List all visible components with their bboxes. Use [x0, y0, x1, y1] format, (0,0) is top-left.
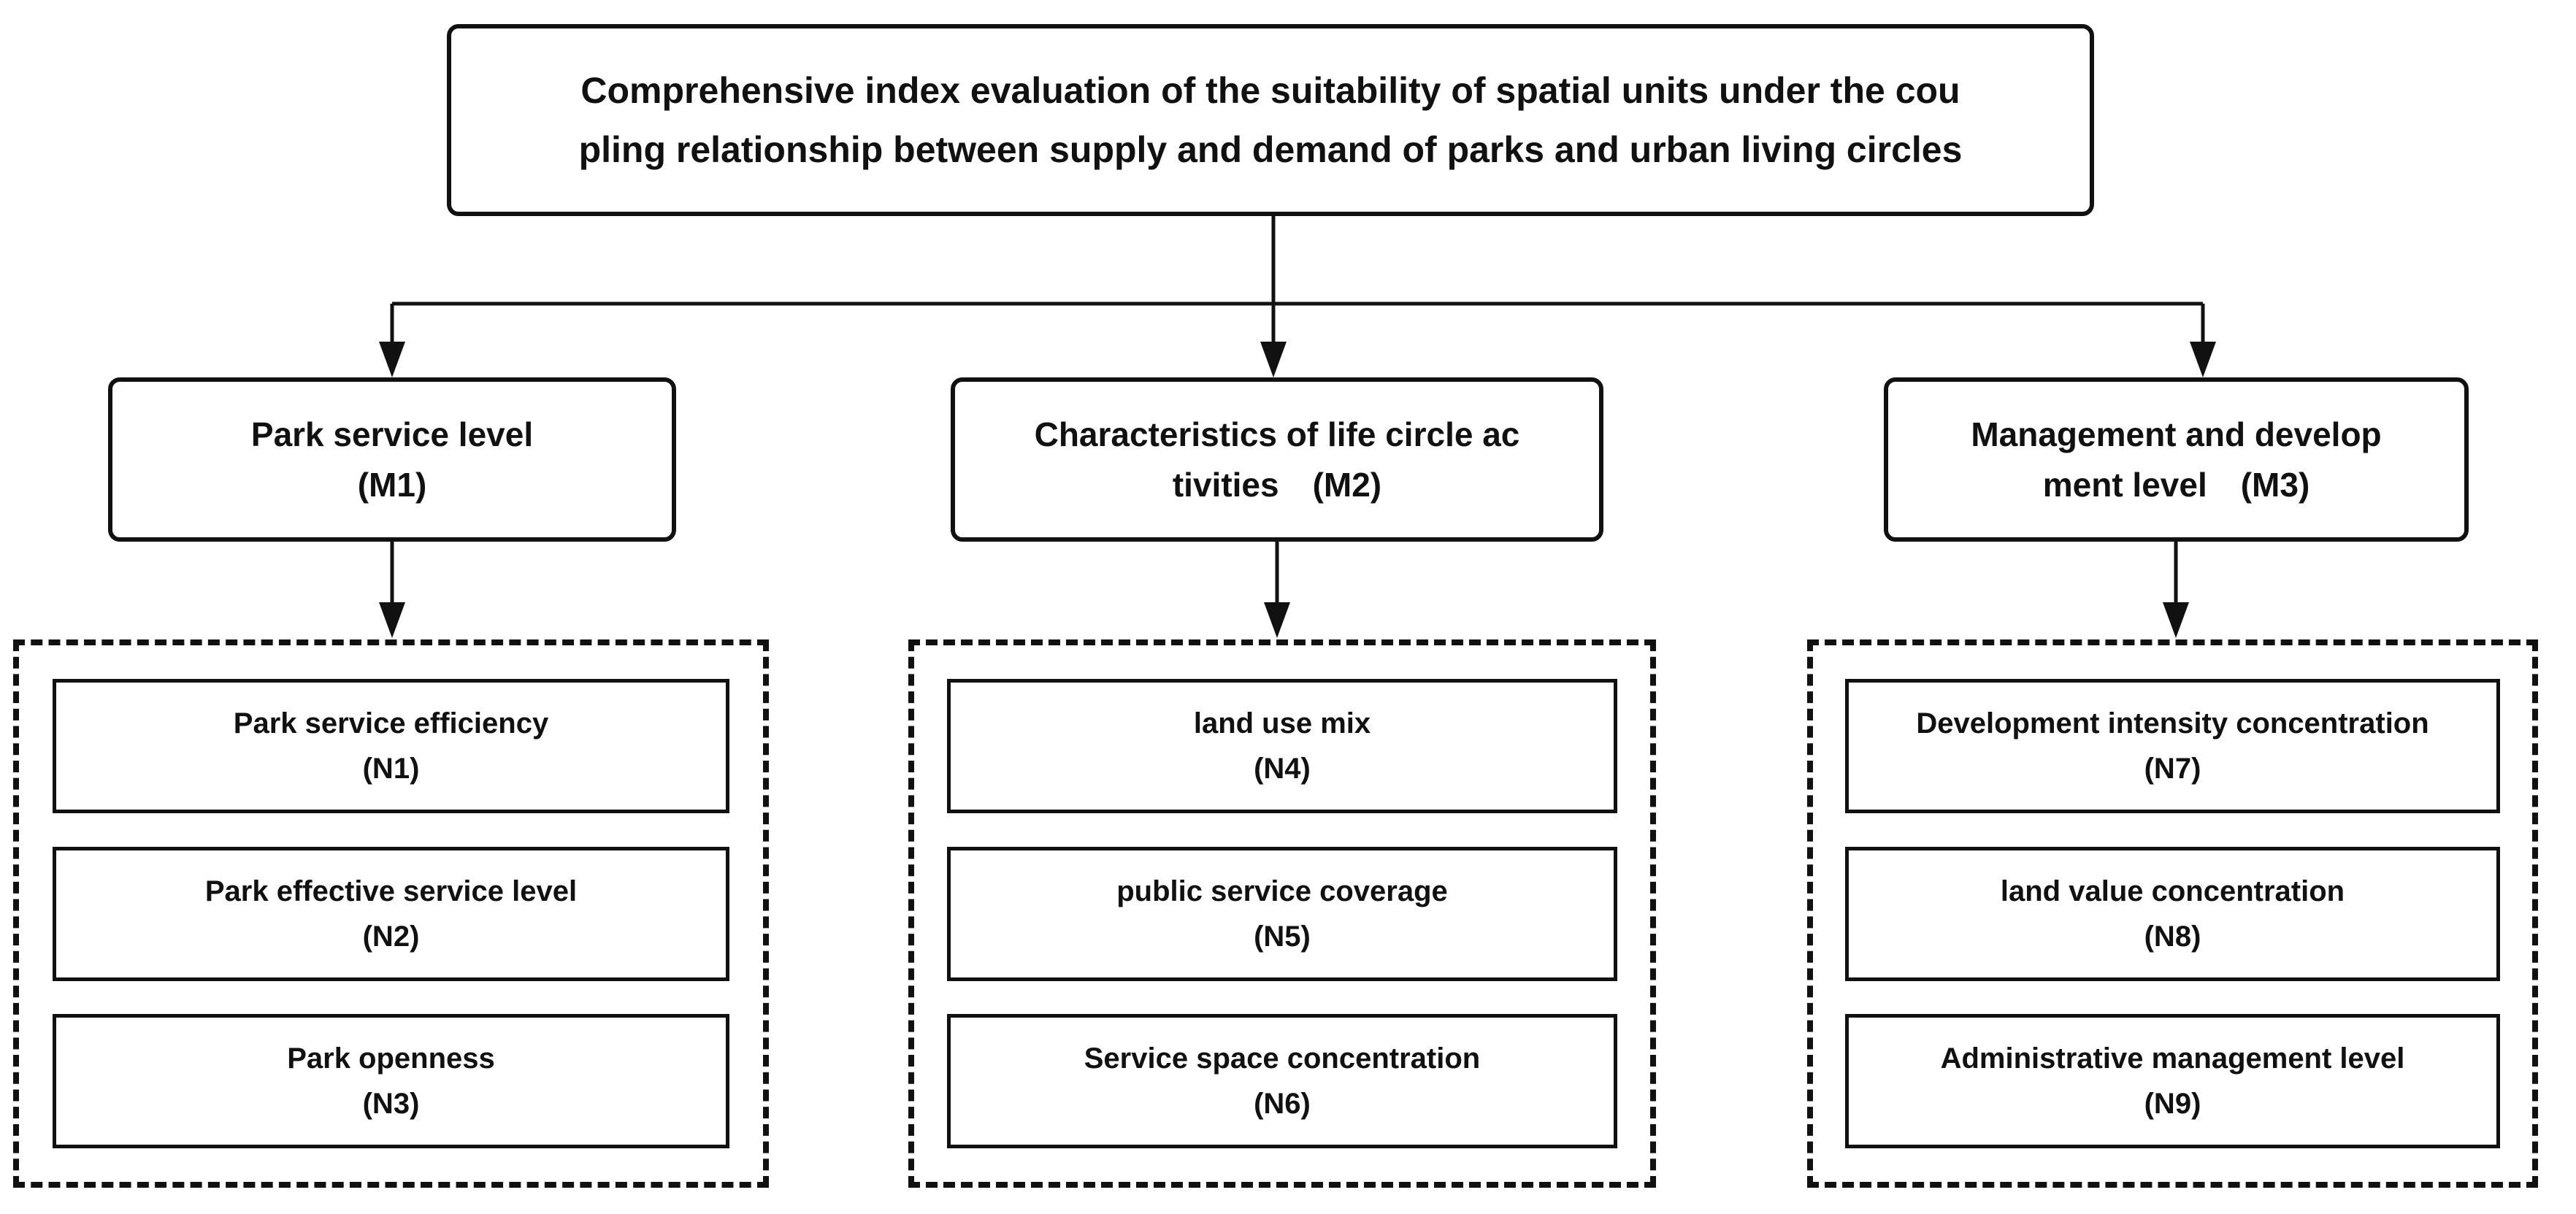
indicator-n4-label: land use mix	[1193, 707, 1371, 739]
dashed-group-m1: Park service efficiency (N1) Park effect…	[13, 639, 769, 1188]
branch-box-m1: Park service level (M1)	[108, 377, 676, 542]
indicator-n2-label: Park effective service level	[204, 875, 578, 907]
indicator-n6-code: (N6)	[1254, 1088, 1311, 1121]
root-title-line1: Comprehensive index evaluation of the su…	[580, 69, 1960, 111]
root-title-box: Comprehensive index evaluation of the su…	[447, 24, 2094, 216]
branch-m1-line1: Park service level	[250, 415, 534, 453]
indicator-n4-code: (N4)	[1254, 752, 1311, 785]
dashed-group-m3: Development intensity concentration (N7)…	[1807, 639, 2538, 1188]
indicator-box-n7: Development intensity concentration (N7)	[1845, 678, 2500, 813]
root-title-line2: pling relationship between supply and de…	[578, 128, 1963, 170]
indicator-n7-code: (N7)	[2144, 752, 2201, 785]
branch-box-m3: Management and develop ment level (M3)	[1884, 377, 2469, 542]
indicator-n2-code: (N2)	[362, 920, 420, 953]
indicator-n9-code: (N9)	[2144, 1088, 2201, 1121]
indicator-n8-label: land value concentration	[2000, 875, 2345, 907]
branch-m2-line2: tivities (M2)	[1172, 465, 1382, 504]
indicator-n8-code: (N8)	[2144, 920, 2201, 953]
branch-m3-line2: ment level (M3)	[2042, 465, 2310, 504]
indicator-n7-label: Development intensity concentration	[1916, 707, 2429, 739]
indicator-box-n8: land value concentration (N8)	[1845, 846, 2500, 981]
indicator-box-n1: Park service efficiency (N1)	[52, 678, 730, 813]
dashed-group-m2: land use mix (N4) public service coverag…	[908, 639, 1656, 1188]
branch-box-m2: Characteristics of life circle ac tiviti…	[951, 377, 1603, 542]
indicator-n1-label: Park service efficiency	[233, 707, 549, 739]
indicator-box-n9: Administrative management level (N9)	[1845, 1014, 2500, 1149]
indicator-n9-label: Administrative management level	[1940, 1042, 2405, 1075]
indicator-box-n3: Park openness (N3)	[52, 1014, 730, 1149]
indicator-n3-code: (N3)	[362, 1088, 420, 1121]
indicator-n5-label: public service coverage	[1116, 875, 1448, 907]
indicator-n3-label: Park openness	[287, 1042, 495, 1075]
indicator-n6-label: Service space concentration	[1084, 1042, 1481, 1075]
branch-m2-line1: Characteristics of life circle ac	[1034, 415, 1520, 453]
branch-m1-line2: (M1)	[357, 465, 427, 504]
indicator-n5-code: (N5)	[1254, 920, 1311, 953]
indicator-n1-code: (N1)	[362, 752, 420, 785]
indicator-box-n2: Park effective service level (N2)	[52, 846, 730, 981]
indicator-box-n6: Service space concentration (N6)	[947, 1014, 1617, 1149]
indicator-box-n5: public service coverage (N5)	[947, 846, 1617, 981]
branch-m3-line1: Management and develop	[1971, 415, 2382, 453]
indicator-box-n4: land use mix (N4)	[947, 678, 1617, 813]
